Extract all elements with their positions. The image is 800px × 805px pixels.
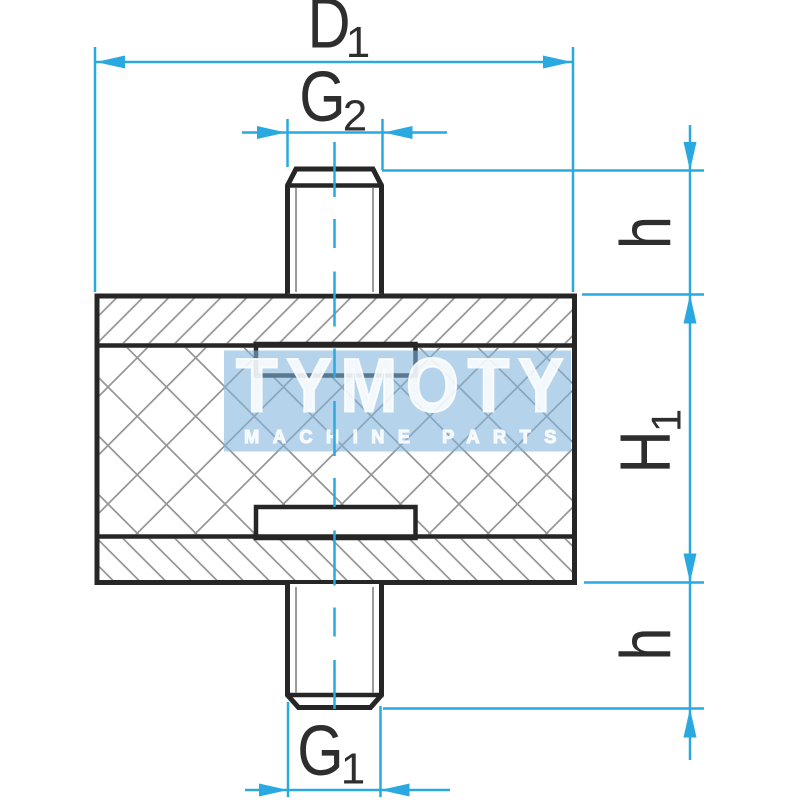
svg-text:2: 2	[343, 92, 367, 141]
svg-text:1: 1	[643, 409, 690, 432]
svg-text:H: H	[606, 430, 685, 473]
svg-text:G: G	[299, 57, 345, 136]
svg-text:h: h	[607, 216, 686, 249]
svg-text:1: 1	[346, 18, 370, 67]
svg-text:1: 1	[341, 745, 365, 794]
svg-text:TYMOTY: TYMOTY	[236, 344, 572, 428]
svg-text:G: G	[297, 711, 343, 790]
svg-text:MACHINE PARTS: MACHINE PARTS	[244, 427, 570, 447]
svg-text:D: D	[307, 0, 350, 63]
svg-text:h: h	[607, 627, 686, 660]
